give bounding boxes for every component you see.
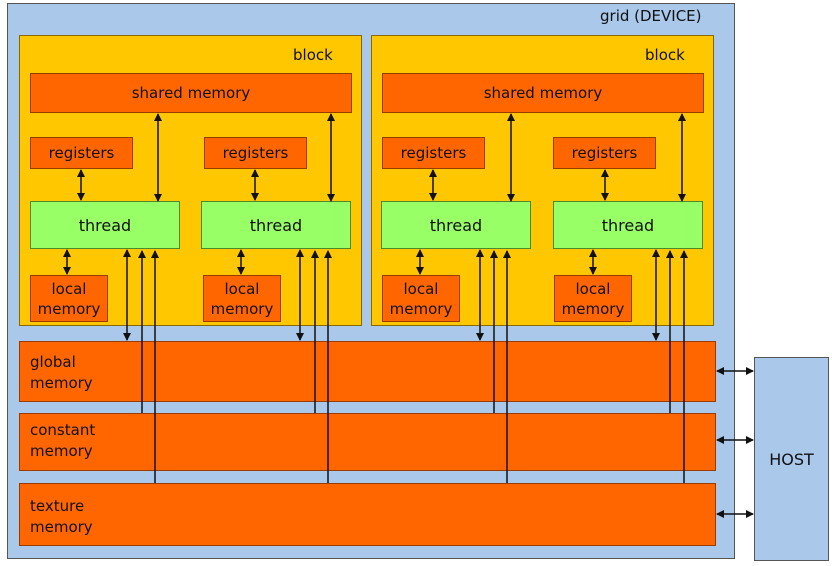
global-memory-line2: memory bbox=[30, 374, 93, 392]
block-1-shared-memory: shared memory bbox=[30, 73, 352, 113]
host: HOST bbox=[754, 357, 829, 561]
texture-memory-line1: texture bbox=[30, 497, 85, 515]
local-memory-line2: memory bbox=[389, 299, 453, 318]
block-1-thread-1: thread bbox=[30, 201, 180, 249]
block-1-local-memory-1: local memory bbox=[30, 275, 108, 322]
block-2-thread-1: thread bbox=[381, 201, 531, 249]
local-memory-line1: local bbox=[403, 279, 439, 298]
global-memory-line1: global bbox=[30, 353, 76, 371]
local-memory-line2: memory bbox=[210, 299, 274, 318]
block-1-local-memory-2: local memory bbox=[203, 275, 281, 322]
local-memory-line1: local bbox=[575, 279, 611, 298]
block-1-registers-2: registers bbox=[204, 137, 307, 169]
texture-memory: texture memory bbox=[19, 483, 716, 546]
constant-memory-line1: constant bbox=[30, 421, 96, 439]
local-memory-line2: memory bbox=[37, 299, 101, 318]
block-2-shared-memory: shared memory bbox=[382, 73, 704, 113]
block-1-label: block bbox=[293, 46, 333, 64]
block-2-local-memory-1: local memory bbox=[382, 275, 460, 322]
texture-memory-line2: memory bbox=[30, 518, 93, 536]
host-label: HOST bbox=[769, 449, 814, 469]
block-2-registers-2: registers bbox=[553, 137, 656, 169]
global-memory: global memory bbox=[19, 341, 716, 402]
block-1-registers-1: registers bbox=[30, 137, 133, 169]
grid-label: grid (DEVICE) bbox=[600, 7, 702, 25]
block-1-thread-2: thread bbox=[201, 201, 351, 249]
constant-memory: constant memory bbox=[19, 413, 716, 471]
local-memory-line1: local bbox=[51, 279, 87, 298]
block-2-thread-2: thread bbox=[553, 201, 703, 249]
local-memory-line1: local bbox=[224, 279, 260, 298]
block-2-registers-1: registers bbox=[382, 137, 485, 169]
constant-memory-line2: memory bbox=[30, 442, 93, 460]
block-2-label: block bbox=[645, 46, 685, 64]
block-2-local-memory-2: local memory bbox=[554, 275, 632, 322]
local-memory-line2: memory bbox=[561, 299, 625, 318]
